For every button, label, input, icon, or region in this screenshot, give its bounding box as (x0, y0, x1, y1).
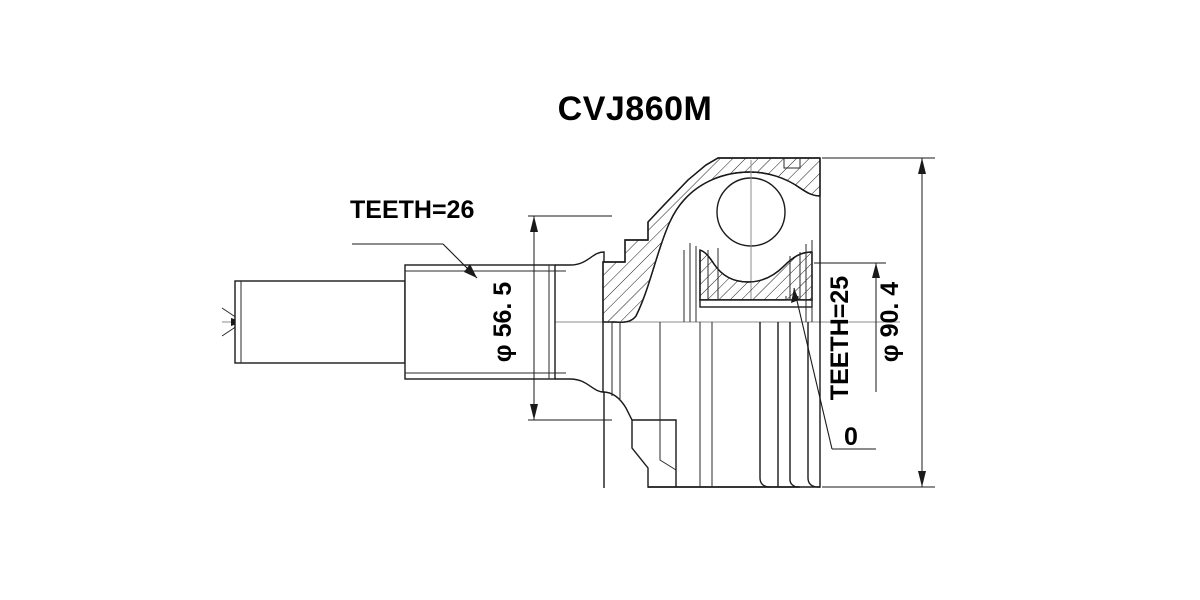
shaft-splined-section (404, 264, 556, 380)
joint-cage-walls (683, 240, 813, 322)
joint-inner-race-section (699, 248, 813, 308)
outer-spline-teeth-label: TEETH=25 (826, 276, 854, 400)
joint-ball (716, 160, 786, 300)
shaft-to-joint-transition (555, 251, 605, 488)
inner-spline-teeth-label: TEETH=26 (350, 196, 474, 224)
dimension-shaft-diameter: φ 56. 5 (489, 215, 612, 421)
inner-spline-teeth-callout: TEETH=26 (350, 196, 478, 279)
origin-marker-callout: 0 (791, 287, 876, 451)
origin-marker-label: 0 (844, 423, 858, 451)
shaft-diameter-label: φ 56. 5 (489, 282, 517, 363)
page-title: CVJ860M (558, 90, 713, 128)
dimension-joint-diameter: φ 90. 4 (822, 157, 935, 488)
joint-diameter-label: φ 90. 4 (876, 282, 904, 363)
joint-outer-race-section (602, 157, 821, 323)
outer-spline-teeth-callout: TEETH=25 (814, 262, 886, 400)
joint-housing-outline-lower (602, 322, 821, 488)
shaft-plain-section (234, 280, 406, 364)
